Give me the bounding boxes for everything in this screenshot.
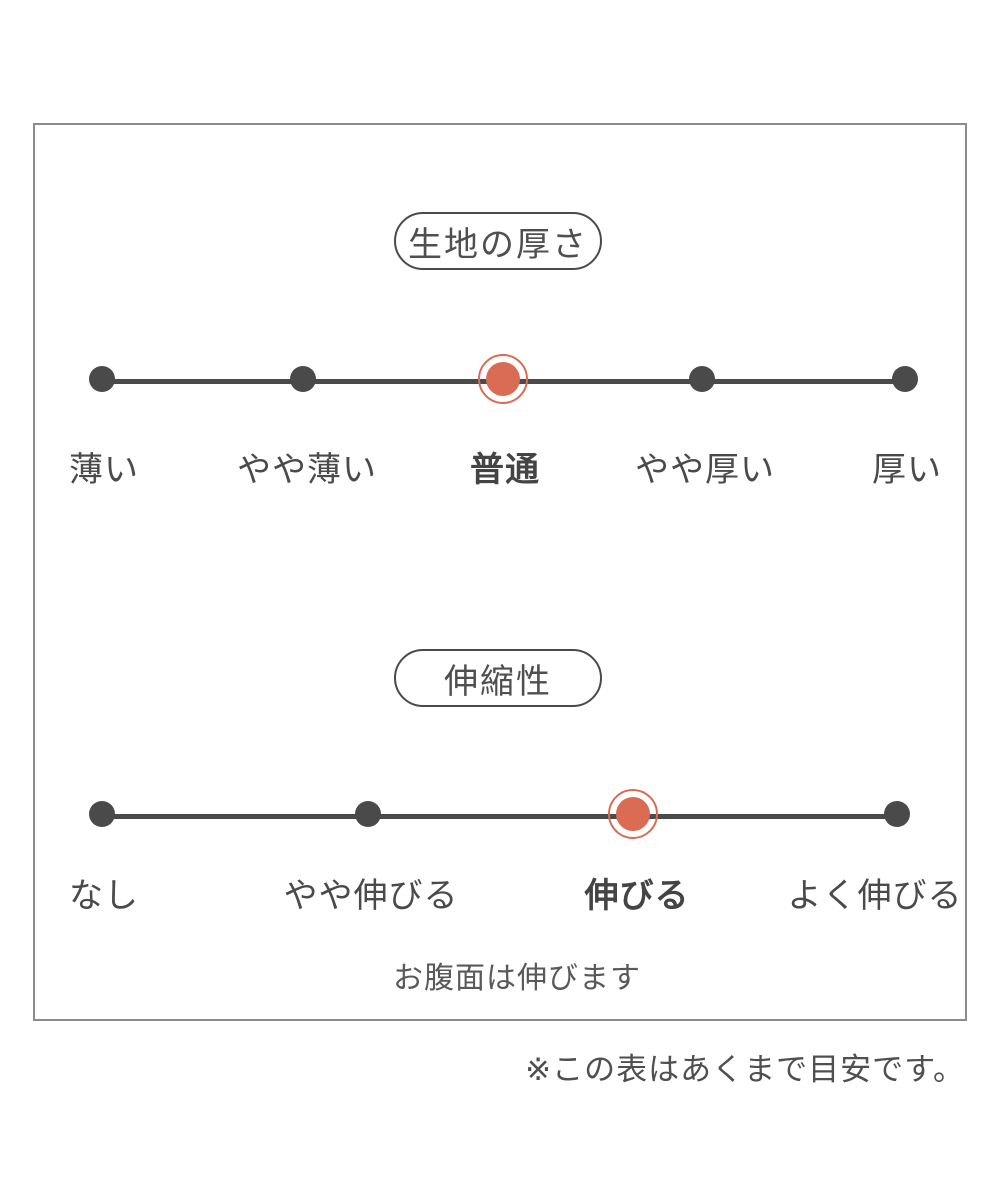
stretch-scale-line — [102, 814, 895, 819]
thickness-option-label: 厚い — [872, 451, 942, 489]
scale-dot-none — [89, 801, 115, 827]
thickness-option-label: やや薄い — [237, 451, 377, 489]
section-title-text: 伸縮性 — [444, 662, 552, 701]
section-title-text: 生地の厚さ — [408, 225, 588, 264]
stretch-option-label: やや伸びる — [283, 877, 459, 915]
thickness-option-label: やや厚い — [635, 451, 775, 489]
spec-panel: 生地の厚さ 薄い やや薄い 普通 やや厚い 厚い 伸縮性 なし やや伸びる 伸 — [33, 123, 967, 1021]
selected-dot-ring — [478, 354, 528, 404]
section-title-stretchability: 伸縮性 — [394, 649, 602, 707]
section-title-fabric-thickness: 生地の厚さ — [394, 212, 602, 270]
thickness-option-label-selected: 普通 — [470, 451, 540, 489]
scale-dot-thin — [89, 366, 115, 392]
selected-dot-normal — [486, 362, 520, 396]
scale-dot-stretches-well — [884, 801, 910, 827]
stretch-option-label: よく伸びる — [787, 877, 963, 915]
scale-dot-stretches-somewhat — [355, 801, 381, 827]
thickness-option-label: 薄い — [69, 451, 139, 489]
stretch-option-label: なし — [69, 877, 139, 915]
selected-dot-ring — [608, 789, 658, 839]
stretch-option-label-selected: 伸びる — [584, 877, 690, 915]
scale-dot-somewhat-thick — [689, 366, 715, 392]
stretch-note: お腹面は伸びます — [393, 962, 641, 995]
scale-dot-thick — [892, 366, 918, 392]
selected-dot-stretches — [616, 797, 650, 831]
scale-dot-somewhat-thin — [290, 366, 316, 392]
disclaimer-footnote: ※この表はあくまで目安です。 — [525, 1052, 965, 1087]
